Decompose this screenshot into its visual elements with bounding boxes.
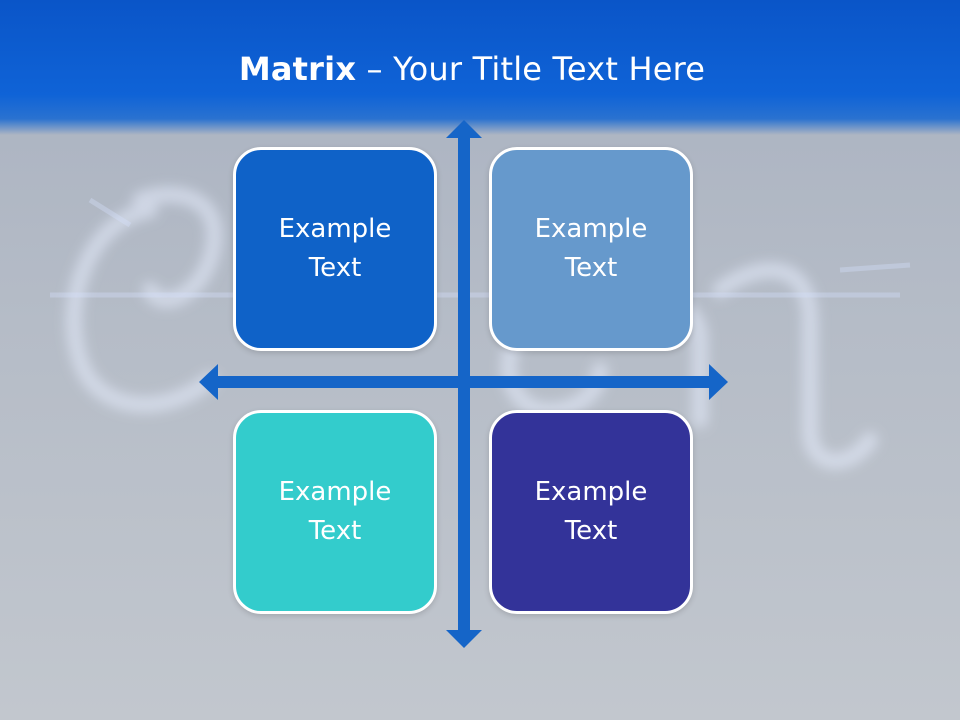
axis-arrows	[199, 120, 728, 648]
quadrant-top-right-text: Example Text	[534, 214, 648, 283]
quadrant-top-left-text: Example Text	[278, 214, 392, 283]
slide-title: Matrix – Your Title Text Here	[0, 48, 944, 90]
horizontal-axis-arrowhead-left	[199, 364, 218, 400]
slide-title-rest: – Your Title Text Here	[356, 50, 706, 88]
horizontal-axis-shaft	[214, 376, 714, 388]
quadrant-bottom-right-text: Example Text	[534, 477, 648, 546]
quadrant-top-right[interactable]: Example Text	[489, 147, 693, 351]
quadrant-bottom-right[interactable]: Example Text	[489, 410, 693, 614]
header-band	[0, 0, 960, 135]
quadrant-top-left[interactable]: Example Text	[233, 147, 437, 351]
quadrant-bottom-left[interactable]: Example Text	[233, 410, 437, 614]
vertical-axis-arrowhead-up	[446, 120, 482, 138]
slide-title-bold: Matrix	[238, 50, 357, 88]
quadrant-bottom-left-text: Example Text	[278, 477, 392, 546]
vertical-axis-arrowhead-down	[446, 630, 482, 648]
horizontal-axis-arrowhead-right	[709, 364, 728, 400]
